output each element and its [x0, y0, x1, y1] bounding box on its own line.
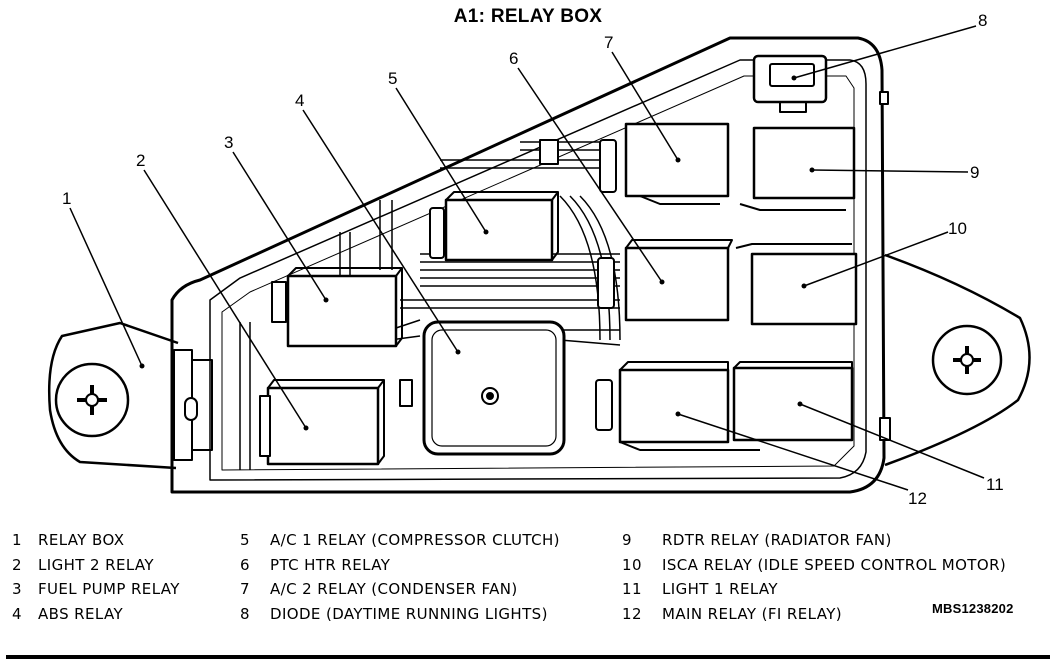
housing-outline — [170, 36, 886, 494]
callout-3: 3 — [224, 133, 233, 152]
relay-box-drawing: 1 2 3 4 5 6 7 8 9 10 11 12 — [47, 11, 1031, 508]
callout-9: 9 — [970, 163, 979, 182]
main-relay — [618, 361, 760, 451]
callout-5: 5 — [388, 69, 397, 88]
figure-code: MBS1238202 — [932, 601, 1014, 616]
right-mount-hole — [931, 324, 1003, 396]
ac-1-relay — [444, 191, 559, 262]
ac-2-relay — [624, 122, 730, 205]
light-1-relay — [732, 361, 854, 442]
callout-6: 6 — [509, 49, 518, 68]
bottom-rule — [6, 655, 1050, 659]
callout-11: 11 — [986, 475, 1004, 494]
light-2-relay — [259, 379, 385, 466]
callout-4: 4 — [295, 91, 304, 110]
leader-lines — [69, 25, 985, 491]
callout-10: 10 — [948, 219, 967, 238]
right-mounting-ear — [884, 253, 1031, 467]
callout-2: 2 — [136, 151, 145, 170]
housing-inner-rim — [209, 59, 867, 481]
left-mount-hole — [54, 362, 130, 438]
callout-1: 1 — [62, 189, 71, 208]
fuel-pump-relay — [286, 267, 403, 348]
diode — [752, 54, 828, 113]
callout-7: 7 — [604, 33, 613, 52]
abs-relay — [422, 320, 566, 456]
isca-relay — [735, 243, 858, 326]
diagram-title: A1: RELAY BOX — [453, 6, 603, 27]
ptc-htr-relay — [624, 239, 733, 322]
rdtr-relay — [739, 126, 856, 211]
callout-12: 12 — [908, 489, 927, 508]
wiring-harness — [239, 141, 621, 470]
callout-8: 8 — [978, 11, 987, 30]
housing-clips — [173, 91, 891, 461]
leader-dots — [139, 75, 815, 431]
left-mounting-ear — [47, 321, 179, 470]
